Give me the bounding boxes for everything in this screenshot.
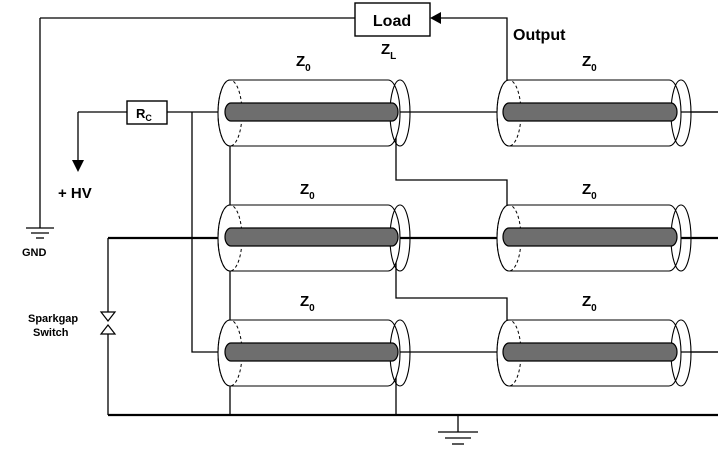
sparkgap-switch-icon bbox=[99, 311, 117, 335]
gnd-label: GND bbox=[22, 247, 47, 259]
coax-line-mid-right bbox=[496, 204, 692, 272]
interconnect-top-to-mid bbox=[395, 112, 508, 238]
sparkgap-label-line2: Switch bbox=[33, 327, 69, 339]
coax-line-bot-left bbox=[217, 319, 411, 387]
sparkgap-label-line1: Sparkgap bbox=[28, 313, 78, 325]
output-label: Output bbox=[513, 27, 566, 44]
output-arrow-icon bbox=[430, 12, 441, 24]
rc-label: RC bbox=[136, 106, 152, 123]
load-label: Load bbox=[373, 13, 411, 30]
z0-label-top-left: Z0 bbox=[296, 53, 311, 74]
right-end-stubs bbox=[690, 111, 718, 353]
output-wire bbox=[432, 17, 508, 112]
hv-arrow-icon bbox=[72, 160, 84, 172]
z0-label-mid-left: Z0 bbox=[300, 181, 315, 202]
ground-symbol-bottom-icon bbox=[438, 431, 478, 445]
coax-line-bot-right bbox=[496, 319, 692, 387]
charging-resistor: RC bbox=[126, 100, 168, 125]
coax-line-top-left bbox=[217, 79, 411, 147]
coax-line-top-right bbox=[496, 79, 692, 147]
load-box: Load bbox=[354, 2, 431, 37]
interconnect-mid-to-bot bbox=[395, 238, 508, 352]
ground-symbol-left-icon bbox=[26, 227, 54, 239]
zl-label: ZL bbox=[381, 41, 396, 62]
z0-label-bot-left: Z0 bbox=[300, 293, 315, 314]
coax-line-mid-left bbox=[217, 204, 411, 272]
ground-return-wire bbox=[39, 17, 355, 228]
z0-label-top-right: Z0 bbox=[582, 53, 597, 74]
z0-label-mid-right: Z0 bbox=[582, 181, 597, 202]
z0-label-bot-right: Z0 bbox=[582, 293, 597, 314]
hv-label: + HV bbox=[58, 185, 92, 202]
